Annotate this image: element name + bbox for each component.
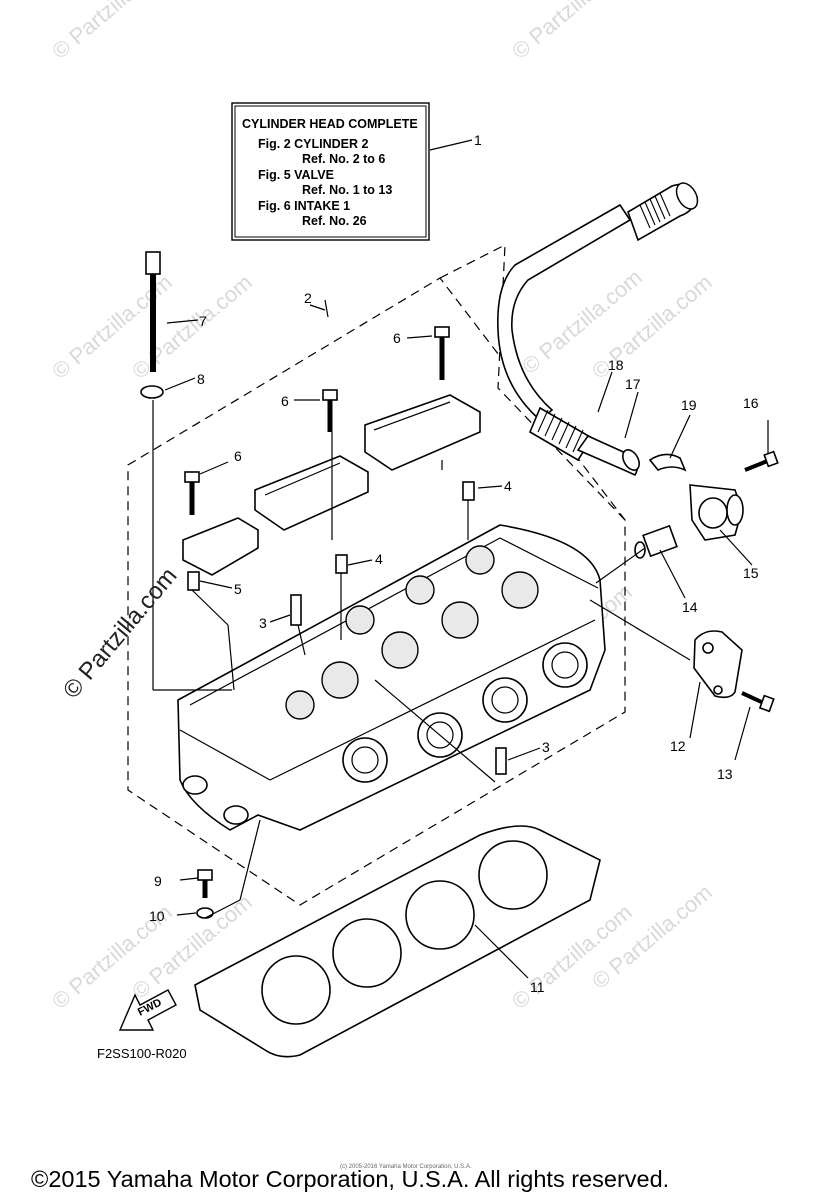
callout-9: 9 — [154, 873, 162, 889]
callout-4: 4 — [375, 551, 383, 567]
callout-4: 4 — [504, 478, 512, 494]
info-box-line: Fig. 2 CYLINDER 2 — [258, 137, 368, 151]
bolt — [184, 471, 200, 515]
cylinder-head — [177, 524, 606, 831]
callout-8: 8 — [197, 371, 205, 387]
callout-13: 13 — [717, 766, 733, 782]
small-notice: (c) 2005-2016 Yamaha Motor Corporation, … — [340, 1164, 472, 1170]
fwd-arrow: FWD — [118, 989, 177, 1031]
callout-7: 7 — [199, 313, 207, 329]
pin — [290, 594, 302, 626]
callout-5: 5 — [234, 581, 242, 597]
camshaft-cap — [254, 455, 369, 531]
callout-6: 6 — [234, 448, 242, 464]
callout-14: 14 — [682, 599, 698, 615]
pin — [495, 747, 507, 775]
hose — [497, 182, 699, 462]
washer — [196, 907, 214, 919]
callout-15: 15 — [743, 565, 759, 581]
bolt — [744, 450, 779, 472]
dowel-pin — [335, 554, 348, 574]
thermostat — [634, 524, 678, 559]
info-box: CYLINDER HEAD COMPLETE Fig. 2 CYLINDER 2… — [231, 102, 430, 241]
callout-3: 3 — [542, 739, 550, 755]
callouts: 1 2 7 8 6 6 6 4 4 5 3 3 18 17 19 16 15 1… — [149, 132, 759, 995]
callout-16: 16 — [743, 395, 759, 411]
callout-12: 12 — [670, 738, 686, 754]
callout-17: 17 — [625, 376, 641, 392]
callout-11: 11 — [530, 979, 545, 995]
callout-6: 6 — [281, 393, 289, 409]
watermark: © Partzilla.com — [507, 0, 637, 64]
camshaft-cap — [364, 394, 481, 471]
callout-2: 2 — [304, 290, 312, 306]
callout-6: 6 — [393, 330, 401, 346]
callout-3: 3 — [259, 615, 267, 631]
watermark: © Partzilla.com — [47, 0, 177, 64]
copyright-line: ©2015 Yamaha Motor Corporation, U.S.A. A… — [31, 1166, 669, 1192]
head-gasket — [194, 825, 601, 1058]
info-box-line: Fig. 6 INTAKE 1 — [258, 199, 350, 213]
info-box-line: Ref. No. 2 to 6 — [302, 152, 385, 166]
bolt — [197, 869, 213, 898]
washer — [140, 385, 164, 399]
clamp — [648, 453, 687, 472]
info-box-line: Fig. 5 VALVE — [258, 168, 334, 182]
leader-lines — [152, 299, 769, 979]
long-bolt — [145, 251, 161, 372]
bolt — [322, 389, 338, 432]
info-box-title: CYLINDER HEAD COMPLETE — [242, 117, 418, 131]
dowel-pin — [462, 481, 475, 501]
callout-18: 18 — [608, 357, 624, 373]
watermark-main: © Partzilla.com — [58, 563, 183, 704]
camshaft-cap-small — [182, 517, 259, 576]
callout-1: 1 — [474, 132, 482, 148]
dowel-pin — [187, 571, 200, 591]
info-box-line: Ref. No. 26 — [302, 214, 367, 228]
callout-10: 10 — [149, 908, 165, 924]
info-box-line: Ref. No. 1 to 13 — [302, 183, 392, 197]
bolt — [434, 326, 450, 380]
callout-19: 19 — [681, 397, 697, 413]
diagram-code: F2SS100-R020 — [97, 1046, 187, 1061]
